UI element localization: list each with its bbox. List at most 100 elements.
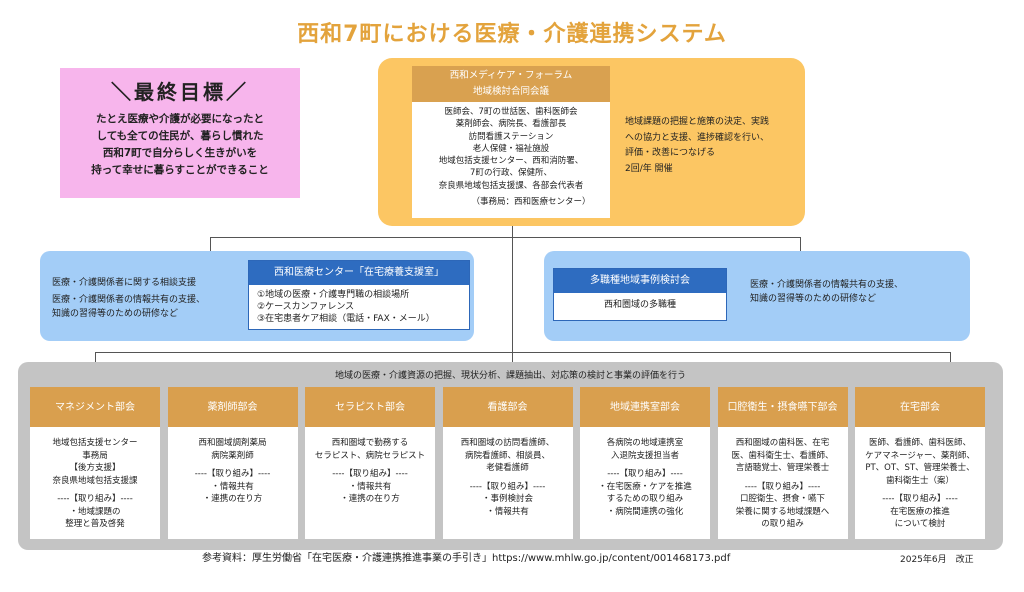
- member-line: 各病院の地域連携室: [606, 438, 684, 448]
- support-line: 医療・介護関係者に関する相談支援: [52, 278, 197, 288]
- committee-card: 看護部会西和圏域の訪問看護師、病院看護師、相談員、老健看護師 ----【取り組み】…: [442, 387, 573, 539]
- reference: 参考資料：厚生労働省「在宅医療・介護連携推進事業の手引き」https://www…: [202, 553, 731, 564]
- committee-actions: ----【取り組み】----・情報共有・連携の在り方: [168, 468, 298, 506]
- case-study-box: 多職種地域事例検討会 西和圏域の多職種: [553, 268, 727, 321]
- committees-caption: 地域の医療・介護資源の把握、現状分析、課題抽出、対応策の検討と事業の評価を行う: [334, 371, 686, 381]
- action-line: するための取り組み: [606, 494, 684, 504]
- case-study-title: 多職種地域事例検討会: [554, 269, 726, 293]
- member-line: 7町の行政、保健所、: [470, 168, 552, 179]
- member-line: 西和圏域調剤薬局: [198, 438, 267, 448]
- committee-members: 西和圏域調剤薬局病院薬剤師: [168, 427, 298, 462]
- revision-date: 2025年6月 改正: [900, 555, 974, 565]
- member-line: PT、OT、ST、管理栄養士、: [865, 463, 975, 473]
- home-care-support-box: 西和医療センター「在宅療養支援室」 ①地域の医療・介護専門職の相談場所 ②ケース…: [248, 260, 470, 330]
- action-line: ・情報共有: [211, 481, 254, 492]
- support-item: ③在宅患者ケア相談（電話・FAX・メール）: [257, 314, 435, 324]
- action-line: ----【取り組み】----: [332, 469, 408, 479]
- forum-members: 医師会、7町の世話医、歯科医師会 薬剤師会、病院長、看護部長 訪問看護ステーショ…: [412, 102, 610, 218]
- action-line: ・連携の在り方: [340, 494, 400, 504]
- committee-card: マネジメント部会地域包括支援センター事務局【後方支援】奈良県地域包括支援課---…: [30, 387, 160, 539]
- committee-name-text: 在宅部会: [900, 401, 940, 413]
- action-line: 整理と普及啓発: [65, 519, 125, 529]
- member-line: 奈良県地域包括支援課、各部会代表者: [438, 180, 584, 191]
- forum-box: 西和メディケア・フォーラム 地域検討合同会議 医師会、7町の世話医、歯科医師会 …: [378, 58, 805, 226]
- forum-header: 西和メディケア・フォーラム 地域検討合同会議: [412, 66, 610, 102]
- home-care-support-title: 西和医療センター「在宅療養支援室」: [249, 261, 469, 285]
- action-line: ----【取り組み】----: [744, 481, 821, 492]
- forum-office: （事務局：西和医療センター）: [471, 197, 591, 208]
- committee-actions: ----【取り組み】----口腔衛生、摂食・嚥下栄養に関する地域課題への取り組み: [718, 481, 848, 531]
- committee-name-text: 地域連携室部会: [610, 401, 680, 413]
- committee-members: 西和圏域の歯科医、在宅医、歯科衛生士、看護師、言語聴覚士、管理栄養士: [718, 427, 848, 475]
- action-line: ----【取り組み】----: [469, 481, 546, 492]
- connector-line: [950, 352, 951, 362]
- member-line: 奈良県地域包括支援課: [52, 475, 138, 486]
- action-line: ・情報共有: [486, 506, 529, 517]
- action-line: 栄養に関する地域課題へ: [735, 506, 830, 517]
- goal-line: たとえ医療や介護が必要になったと: [96, 113, 264, 125]
- member-line: 入退院支援担当者: [610, 450, 679, 461]
- member-line: 医師会、7町の世話医、歯科医師会: [444, 107, 578, 117]
- final-goal-box: ＼最終目標／ たとえ医療や介護が必要になったと しても全ての住民が、暮らし慣れた…: [60, 68, 300, 198]
- case-study-text: 医療・介護関係者の情報共有の支援、 知識の習得等のための研修など: [750, 278, 903, 306]
- committee-name-text: マネジメント部会: [55, 401, 135, 413]
- connector-line: [210, 237, 800, 238]
- connector-line: [800, 237, 801, 251]
- committee-members: 医師、看護師、歯科医師、ケアマネージャー、薬剤師、 PT、OT、ST、管理栄養士、…: [855, 427, 985, 487]
- member-line: 地域包括支援センター、西和消防署、: [438, 156, 584, 167]
- committee-name-text: 薬剤師部会: [207, 401, 258, 413]
- committee-actions: ----【取り組み】---- ・情報共有・連携の在り方: [305, 468, 435, 506]
- committee-members: 各病院の地域連携室入退院支援担当者: [580, 427, 710, 462]
- member-line: 老人保健・福祉施設: [472, 143, 550, 154]
- committee-name: セラピスト部会: [305, 387, 435, 427]
- action-line: について検討: [894, 519, 946, 529]
- connector-line: [512, 226, 513, 362]
- committee-card: 薬剤師部会西和圏域調剤薬局病院薬剤師----【取り組み】----・情報共有・連携…: [167, 387, 298, 539]
- desc-line: 評価・改善につなげる: [625, 148, 716, 158]
- connector-line: [95, 352, 950, 353]
- committee-name-text: 口腔衛生・摂食嚥下部会: [727, 401, 838, 413]
- committee-actions: ----【取り組み】----・地域課題の整理と普及啓発: [30, 493, 160, 531]
- action-line: ・地域課題の: [69, 506, 121, 517]
- desc-line: 2回/年 開催: [625, 163, 673, 174]
- forum-subtitle: 地域検討合同会議: [472, 86, 549, 97]
- member-line: 医師、看護師、歯科医師、: [868, 438, 971, 448]
- committee-card: 口腔衛生・摂食嚥下部会西和圏域の歯科医、在宅医、歯科衛生士、看護師、言語聴覚士、…: [717, 387, 848, 539]
- action-line: ・病院間連携の強化: [606, 506, 684, 517]
- committee-actions: ----【取り組み】---- 在宅医療の推進について検討: [855, 493, 985, 531]
- support-line: 知識の習得等のための研修など: [52, 309, 179, 319]
- member-line: 病院看護師、相談員、: [464, 450, 550, 461]
- support-line: 医療・介護関係者の情報共有の支援、: [52, 295, 206, 305]
- forum-description: 地域課題の把握と施策の決定、実践 への協力と支援、進捗確認を行い、 評価・改善に…: [625, 115, 769, 177]
- action-line: 在宅医療の推進: [890, 506, 950, 517]
- member-line: ケアマネージャー、薬剤師、: [865, 450, 975, 461]
- member-line: 言語聴覚士、管理栄養士: [735, 463, 830, 473]
- committee-name: マネジメント部会: [30, 387, 160, 427]
- committee-actions: ----【取り組み】----・在宅医療・ケアを推進するための取り組み・病院間連携…: [580, 468, 710, 518]
- committee-card: 在宅部会医師、看護師、歯科医師、ケアマネージャー、薬剤師、 PT、OT、ST、管理…: [855, 387, 985, 539]
- desc-line: 地域課題の把握と施策の決定、実践: [625, 117, 770, 127]
- support-item: ①地域の医療・介護専門職の相談場所: [257, 290, 410, 300]
- committee-name: 地域連携室部会: [580, 387, 710, 427]
- goal-line: しても全ての住民が、暮らし慣れた: [96, 130, 264, 142]
- action-line: ----【取り組み】----: [882, 494, 958, 504]
- member-line: 地域包括支援センター: [52, 438, 138, 448]
- connector-line: [210, 237, 211, 251]
- action-line: ----【取り組み】----: [194, 469, 271, 479]
- committee-name: 口腔衛生・摂食嚥下部会: [717, 387, 848, 427]
- member-line: 西和圏域の訪問看護師、: [460, 438, 555, 448]
- case-line: 医療・介護関係者の情報共有の支援、: [750, 280, 904, 290]
- page-title: 西和7町における医療・介護連携システム: [297, 22, 727, 47]
- member-line: 【後方支援】: [69, 463, 121, 473]
- committee-name: 薬剤師部会: [167, 387, 298, 427]
- action-line: ・事例検討会: [481, 494, 533, 504]
- committee-name: 在宅部会: [855, 387, 985, 427]
- committee-name-text: 看護部会: [487, 401, 528, 413]
- member-line: 西和圏域で勤務する: [331, 438, 409, 448]
- committee-name-text: セラピスト部会: [335, 401, 405, 413]
- committees-section: 地域の医療・介護資源の把握、現状分析、課題抽出、対応策の検討と事業の評価を行う …: [18, 362, 1003, 550]
- committee-members: 西和圏域の訪問看護師、病院看護師、相談員、老健看護師: [443, 427, 573, 475]
- action-line: の取り組み: [761, 519, 804, 529]
- action-line: ・情報共有: [348, 481, 392, 492]
- member-line: 歯科衛生士（案）: [885, 475, 954, 486]
